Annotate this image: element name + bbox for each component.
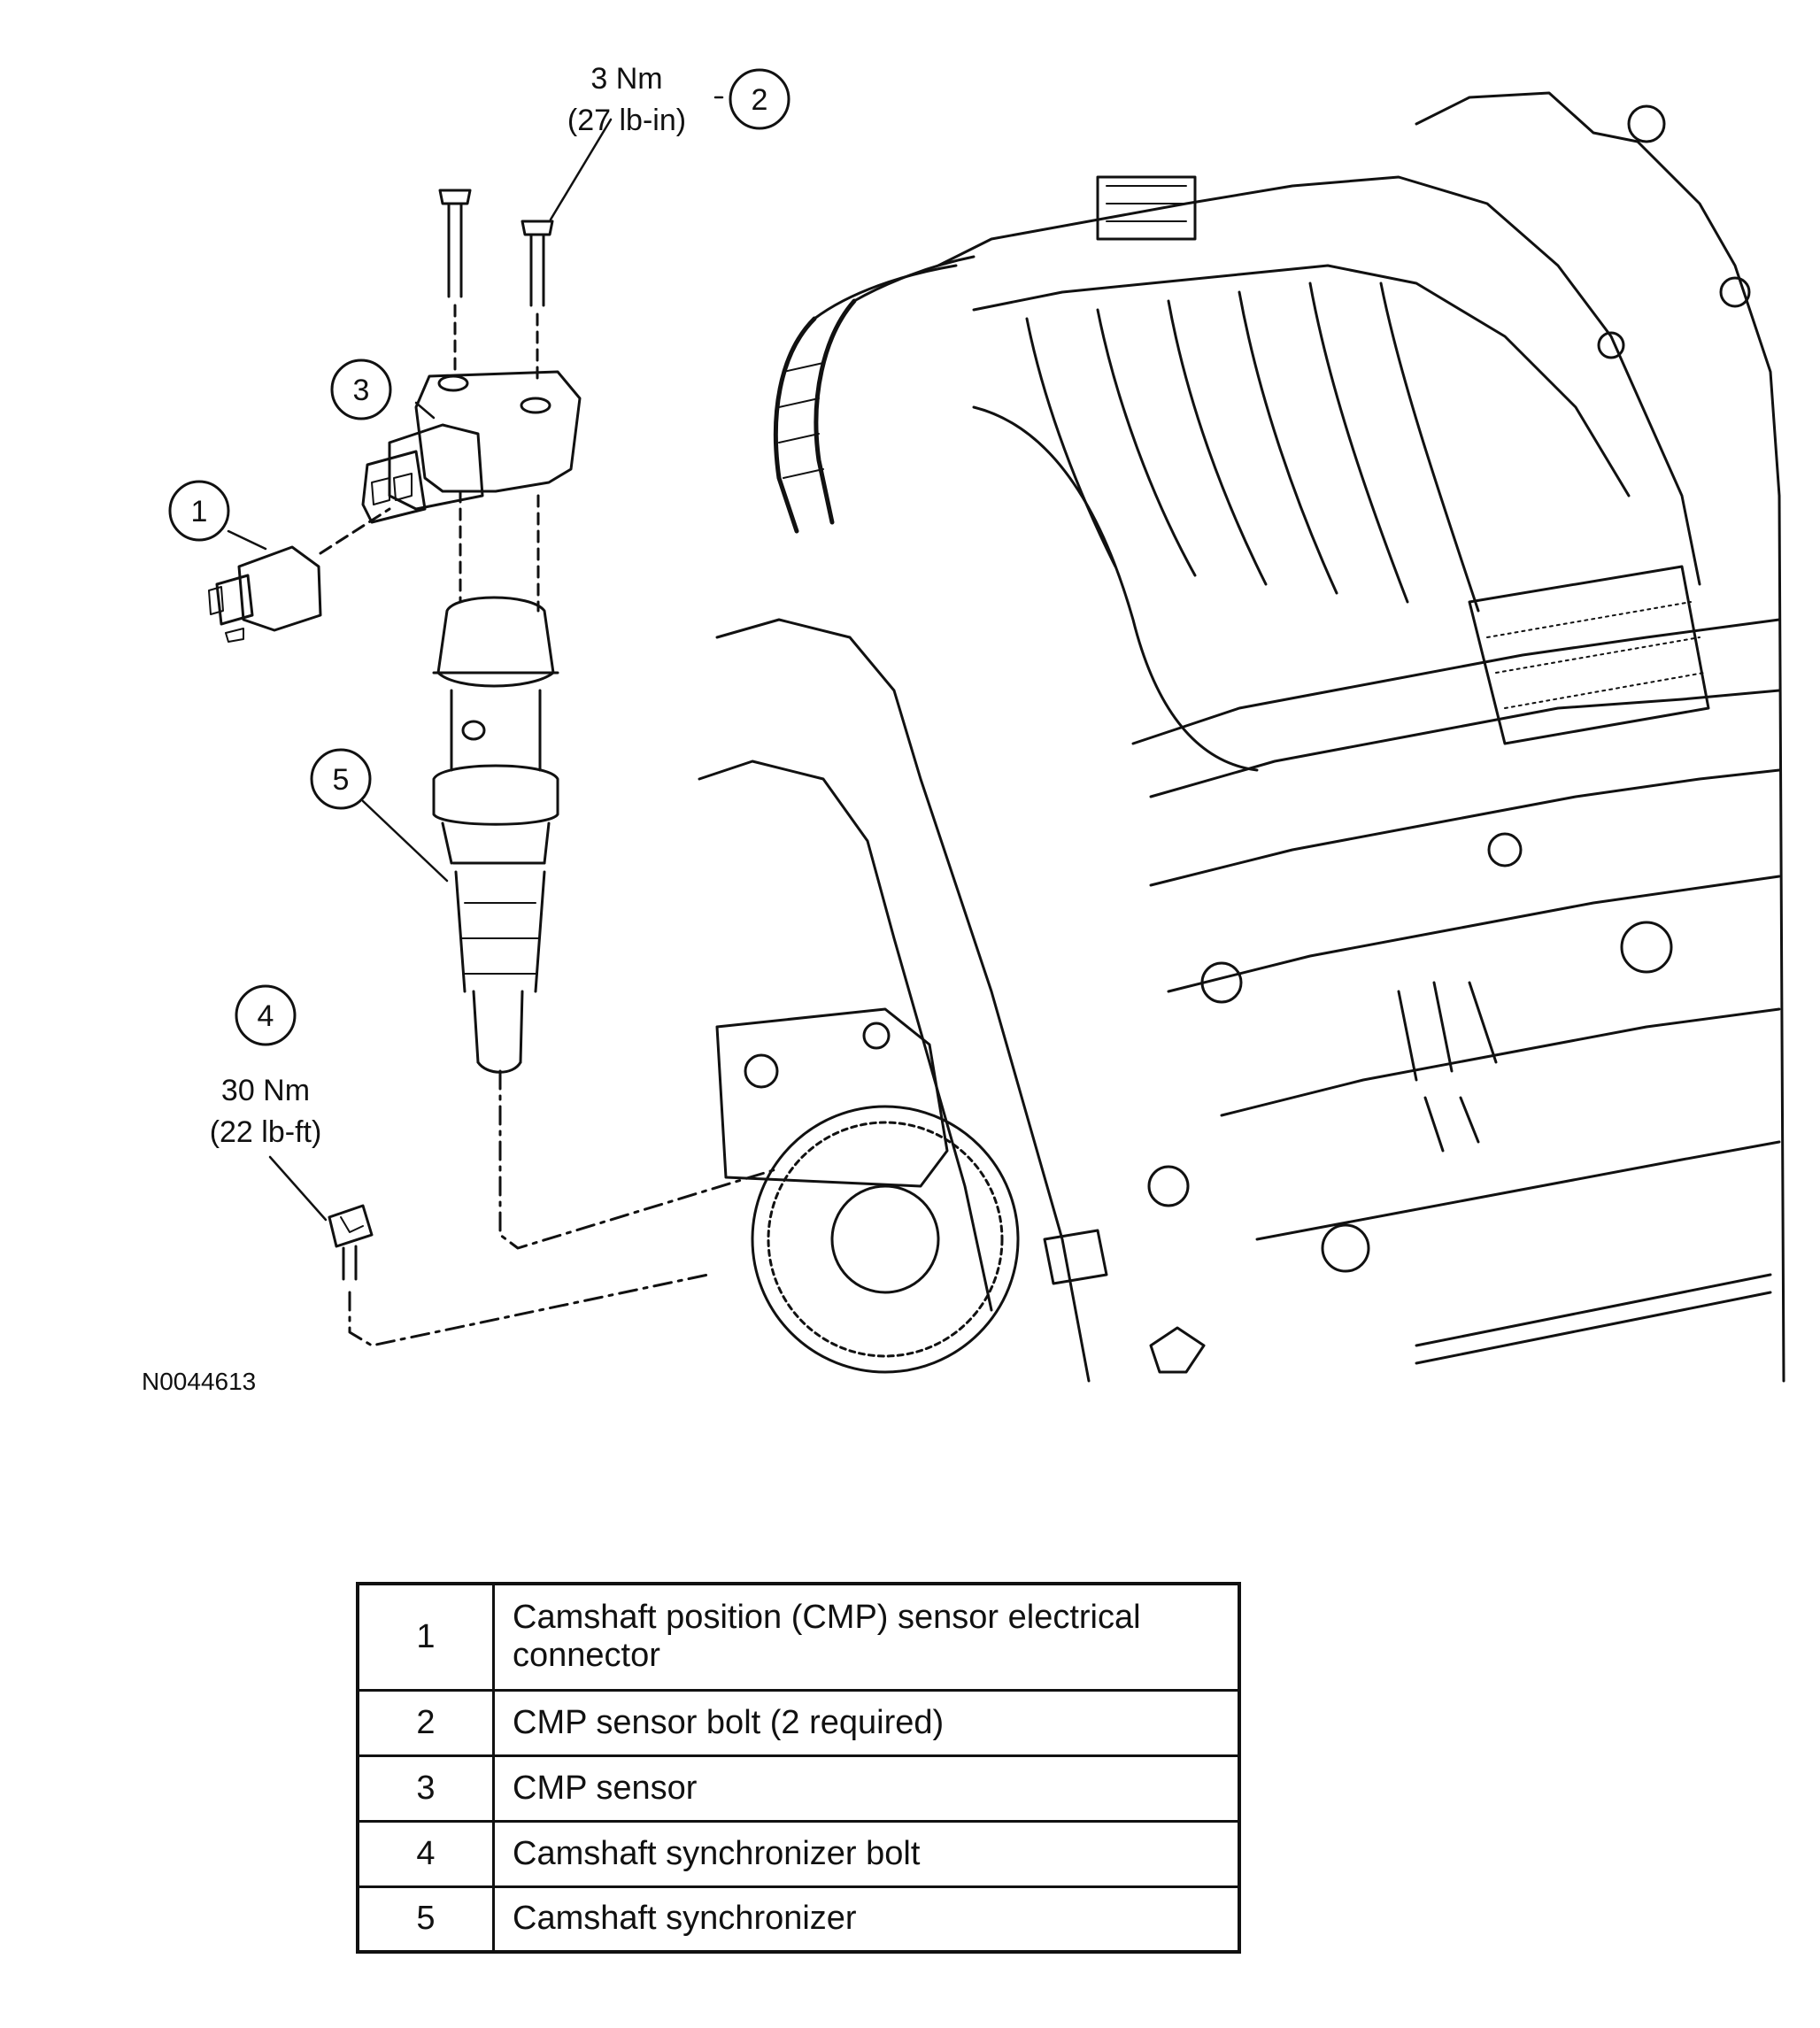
callout-1-circle	[168, 480, 230, 542]
legend-table: 1 Camshaft position (CMP) sensor electri…	[356, 1582, 1241, 1954]
callout-2-torque-imperial: (27 lb-in)	[567, 104, 686, 137]
callout-3-circle	[330, 359, 392, 420]
legend-description: CMP sensor	[492, 1754, 1241, 1823]
legend-row: 5 Camshaft synchronizer	[356, 1885, 1241, 1954]
cmp-electrical-connector	[208, 507, 391, 643]
cmp-sensor	[361, 370, 582, 524]
callout-2-torque-nm: 3 Nm	[590, 62, 662, 96]
callout-4-circle	[235, 984, 297, 1046]
exploded-view-diagram: 1 2 3 4 5 3 Nm (27 lb-in) 30 Nm (22 lb-f…	[168, 62, 1785, 1383]
legend-number: 5	[356, 1885, 495, 1954]
legend-number: 2	[356, 1688, 495, 1757]
callout-5-number: 5	[333, 763, 350, 797]
callout-2-number: 2	[752, 83, 768, 117]
legend-row: 4 Camshaft synchronizer bolt	[356, 1819, 1241, 1888]
callout-4-number: 4	[258, 999, 274, 1033]
callout-3-number: 3	[353, 374, 370, 407]
legend-row: 1 Camshaft position (CMP) sensor electri…	[356, 1582, 1241, 1692]
callout-2-circle	[729, 68, 790, 130]
legend-number: 3	[356, 1754, 495, 1823]
legend-number: 4	[356, 1819, 495, 1888]
camshaft-synchronizer	[432, 490, 781, 1250]
callout-1-number: 1	[191, 495, 208, 528]
legend-description: Camshaft position (CMP) sensor electrica…	[492, 1582, 1241, 1692]
callout-4-torque-nm: 30 Nm	[221, 1074, 310, 1107]
figure-id: N0044613	[142, 1368, 257, 1395]
legend-description: Camshaft synchronizer	[492, 1885, 1241, 1954]
legend-number: 1	[356, 1582, 495, 1692]
cmp-sensor-bolts	[438, 189, 554, 382]
callout-4-torque-imperial: (22 lb-ft)	[210, 1115, 322, 1149]
callout-5-circle	[310, 748, 372, 810]
engine-illustration	[698, 91, 1785, 1383]
callout-leaders	[227, 96, 729, 1222]
camshaft-synchronizer-bolt	[328, 1204, 710, 1347]
legend-row: 2 CMP sensor bolt (2 required)	[356, 1688, 1241, 1757]
legend-description: Camshaft synchronizer bolt	[492, 1819, 1241, 1888]
legend-row: 3 CMP sensor	[356, 1754, 1241, 1823]
legend-description: CMP sensor bolt (2 required)	[492, 1688, 1241, 1757]
